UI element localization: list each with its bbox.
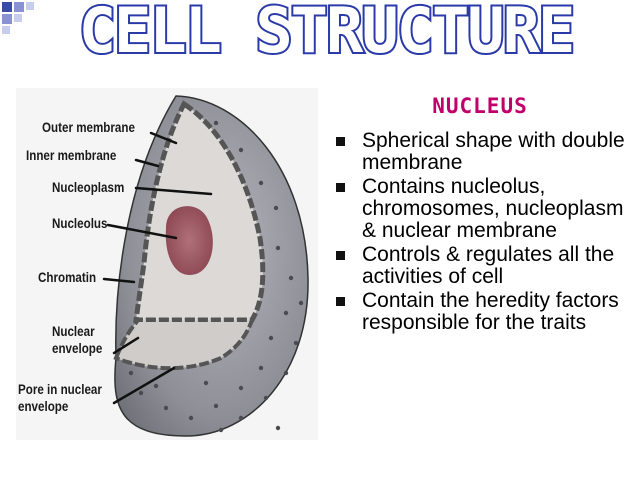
label-pore-line2: envelope [18,399,69,414]
square-bullet-icon [336,297,345,306]
bullet-item: Controls & regulates all the activities … [336,244,626,288]
square-bullet-icon [336,137,345,146]
bullet-item: Contain the heredity factors responsible… [336,290,626,334]
nucleus-illustration [102,95,309,437]
label-nucleolus: Nucleolus [52,216,108,231]
bullet-item: Contains nucleolus, chromosomes, nucleop… [336,176,626,242]
label-pore-line1: Pore in nuclear [18,382,102,397]
square-bullet-icon [336,251,345,260]
corner-decoration [2,2,34,34]
label-outer-membrane: Outer membrane [42,120,135,135]
label-nuclear-envelope-line2: envelope [52,341,103,356]
section-heading: NUCLEUS [432,94,528,118]
page-title-text: CELL STRUCTURE [79,2,574,66]
label-nucleoplasm: Nucleoplasm [52,180,125,195]
nucleus-diagram: Outer membrane Inner membrane Nucleoplas… [16,88,318,440]
bullet-item: Spherical shape with double membrane [336,130,626,174]
label-inner-membrane: Inner membrane [26,148,117,163]
label-chromatin: Chromatin [38,270,97,285]
label-nuclear-envelope-line1: Nuclear [52,324,95,339]
square-bullet-icon [336,183,345,192]
page-title: CELL STRUCTURE [77,2,578,66]
bullet-list: Spherical shape with double membrane Con… [336,130,626,336]
nucleolus-body [165,206,213,275]
cut-face-lower [113,318,255,371]
